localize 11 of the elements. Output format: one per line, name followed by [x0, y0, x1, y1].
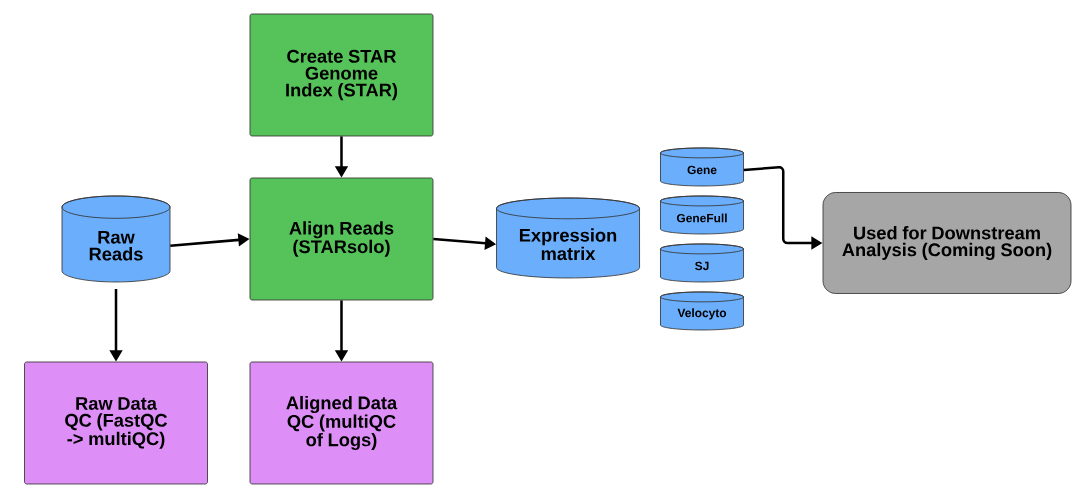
data-cylinder: GeneFull: [660, 195, 744, 235]
process-box: Align Reads (STARsolo): [249, 177, 434, 301]
data-cylinder: Raw Reads: [61, 195, 171, 283]
data-cylinder: Gene: [660, 147, 744, 187]
output-box: Used for Downstream Analysis (Coming Soon): [822, 192, 1072, 294]
process-box: Aligned Data QC (multiQC of Logs): [249, 361, 434, 485]
data-cylinder: SJ: [660, 243, 744, 283]
data-cylinder: Velocyto: [660, 291, 744, 331]
process-box: Create STAR Genome Index (STAR): [249, 13, 434, 137]
data-cylinder: Expression matrix: [496, 197, 640, 279]
process-box: Raw Data QC (FastQC -> multiQC): [24, 361, 208, 485]
